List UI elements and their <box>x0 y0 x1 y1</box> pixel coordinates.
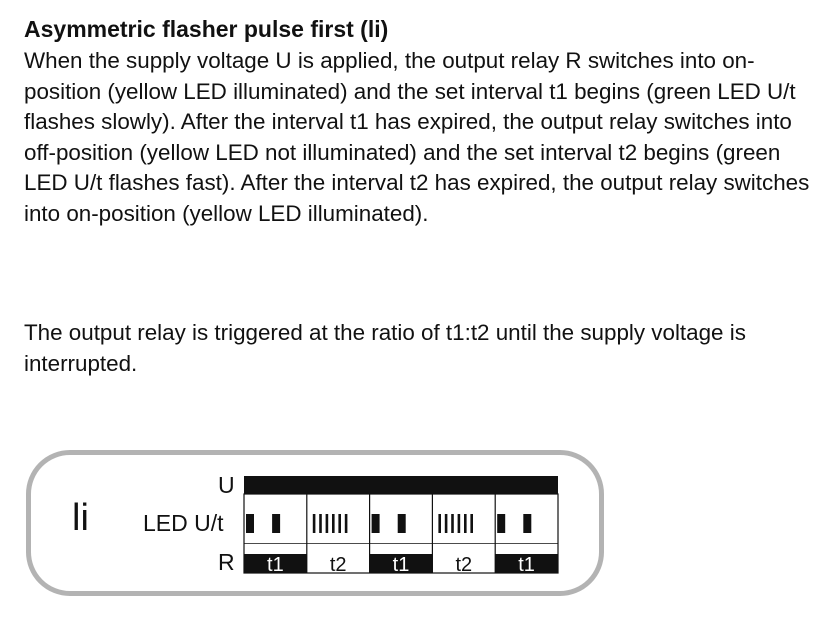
led-slow-flash-pulse <box>523 514 532 533</box>
led-slow-flash-pulse <box>497 514 506 533</box>
led-fast-flash-pulse <box>332 514 335 533</box>
relay-row-label: R <box>218 549 235 575</box>
section-heading: Asymmetric flasher pulse first (li) <box>24 16 389 42</box>
relay-on-pulse <box>495 554 558 573</box>
led-fast-flash-pulse <box>470 514 473 533</box>
led-fast-flash-pulse <box>444 514 448 533</box>
led-fast-flash-pulse <box>464 514 467 533</box>
led-row-label: LED U/t <box>143 510 224 536</box>
supply-voltage-row-label: U <box>218 472 235 498</box>
led-fast-flash-pulse <box>319 514 322 533</box>
relay-on-pulse <box>244 554 307 573</box>
segment-interval-label: t1 <box>393 554 410 576</box>
segment-interval-label: t2 <box>330 554 347 576</box>
description-paragraph: When the supply voltage U is applied, th… <box>24 48 810 226</box>
led-fast-flash-pulse <box>451 514 454 533</box>
led-fast-flash-pulse <box>338 514 341 533</box>
function-mode-label: li <box>72 497 89 539</box>
led-fast-flash-pulse <box>325 514 329 533</box>
led-slow-flash-pulse <box>371 514 380 533</box>
led-fast-flash-pulse <box>457 514 461 533</box>
led-slow-flash-pulse <box>272 514 281 533</box>
segment-interval-label: t2 <box>455 554 472 576</box>
segment-interval-label: t1 <box>518 554 535 576</box>
led-slow-flash-pulse <box>246 514 254 533</box>
led-fast-flash-pulse <box>312 514 316 533</box>
led-fast-flash-pulse <box>438 514 441 533</box>
led-slow-flash-pulse <box>397 514 406 533</box>
led-fast-flash-pulse <box>344 514 348 533</box>
ratio-paragraph: The output relay is triggered at the rat… <box>24 320 746 376</box>
relay-on-pulse <box>369 554 433 573</box>
segment-interval-label: t1 <box>267 554 284 576</box>
timing-diagram-frame <box>26 450 604 596</box>
supply-voltage-bar <box>244 476 558 494</box>
